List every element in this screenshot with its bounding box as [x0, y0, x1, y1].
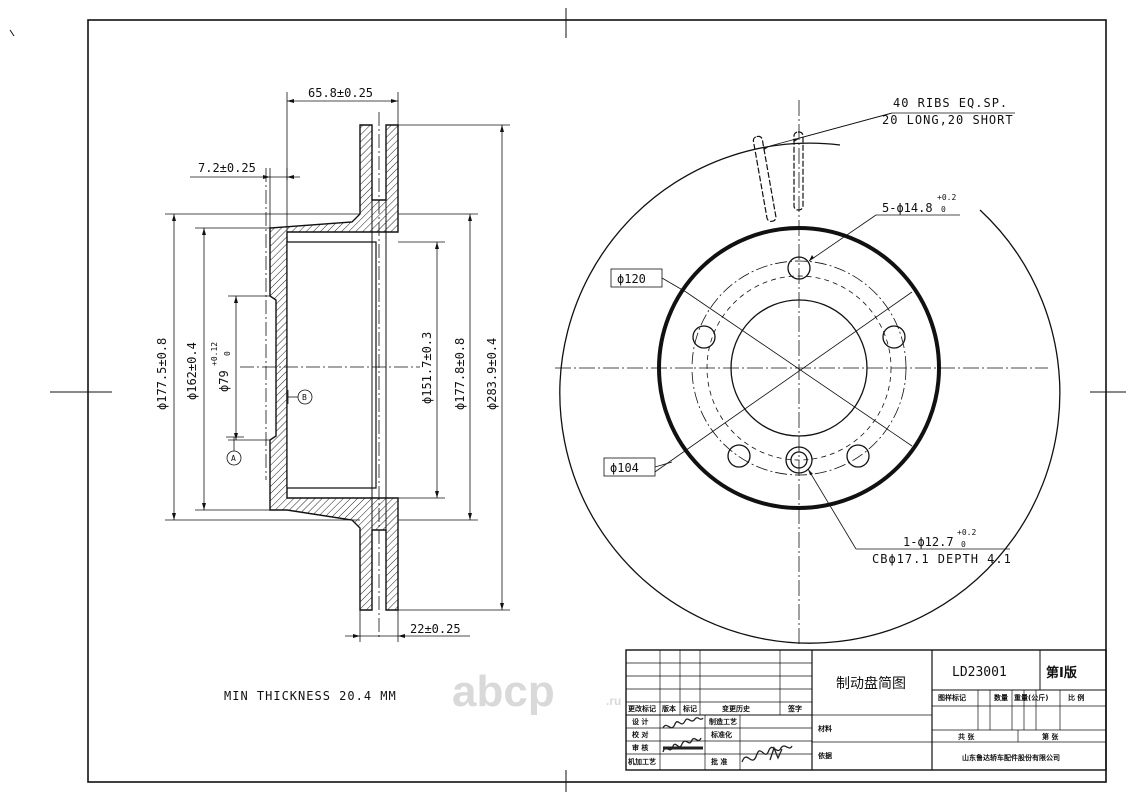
- watermark-suffix: .ru: [606, 694, 621, 708]
- tb-manufacturing-process: 制造工艺: [709, 717, 737, 726]
- outer-edge: [559, 142, 1061, 644]
- tb-machining-process: 机加工艺: [628, 757, 656, 766]
- dim-center-bore-tol-lower: 0: [223, 351, 232, 356]
- dim-center-bore: ϕ79: [217, 370, 231, 392]
- dim-pcd-120: ϕ120: [617, 272, 646, 286]
- tb-weight: 重量(公斤): [1014, 693, 1048, 702]
- ribs-note-line1: 40 RIBS EQ.SP.: [893, 96, 1008, 110]
- bolt-hole: [787, 256, 811, 280]
- part-number: LD23001: [952, 665, 1007, 680]
- tb-company: 山东鲁达轿车配件股份有限公司: [962, 753, 1060, 762]
- dim-bolt-holes-tol-upper: +0.2: [937, 193, 956, 202]
- dim-diameter-162: ϕ162±0.4: [185, 342, 199, 400]
- dimension-arrows: [172, 99, 504, 638]
- tb-quantity: 数量: [994, 693, 1008, 702]
- tb-review: 审 核: [632, 743, 648, 752]
- tb-check: 校 对: [632, 730, 648, 739]
- tb-total-sheets: 共 张: [958, 732, 975, 741]
- dim-pcd-104: ϕ104: [610, 461, 639, 475]
- handwritten-signatures: [662, 717, 793, 763]
- tb-sheet-no: 第 张: [1042, 732, 1059, 741]
- tb-version: 版本: [662, 704, 676, 713]
- bolt-hole: [846, 444, 870, 468]
- locating-hole-counterbore: [785, 446, 813, 474]
- watermark-logo: abcp .ru: [452, 667, 621, 716]
- tb-basis: 依据: [818, 751, 832, 760]
- dim-diameter-177-8: ϕ177.8±0.8: [453, 338, 467, 410]
- dim-locating-hole-tol-upper: +0.2: [957, 528, 976, 537]
- tb-approve: 批 准: [711, 757, 727, 766]
- datum-b: B: [297, 389, 313, 405]
- front-leaders: [603, 112, 1015, 550]
- datum-b-label: B: [302, 393, 307, 402]
- locating-hole: [790, 451, 808, 469]
- tb-signature: 签字: [787, 704, 802, 713]
- dim-disc-thickness: 22±0.25: [410, 622, 461, 636]
- dim-locating-hole-tol-lower: 0: [961, 540, 966, 549]
- watermark-brand: abcp: [452, 667, 555, 716]
- front-view: [555, 100, 1061, 645]
- min-thickness-note: MIN THICKNESS 20.4 MM: [224, 689, 397, 703]
- bolt-hole: [692, 325, 716, 349]
- title-block: [625, 649, 1107, 771]
- dim-bolt-holes: 5-ϕ14.8: [882, 201, 933, 215]
- tb-material: 材料: [817, 724, 832, 733]
- ribs-note-line2: 20 LONG,20 SHORT: [882, 113, 1014, 127]
- tb-rev-mark: 更改标记: [628, 704, 656, 713]
- dim-outer-diameter: ϕ283.9±0.4: [485, 338, 499, 410]
- tb-design: 设 计: [632, 717, 648, 726]
- bolt-hole: [882, 325, 906, 349]
- drawing-frame: [9, 8, 1126, 792]
- drawing-title: 制动盘简图: [836, 675, 906, 692]
- bolt-hole: [727, 444, 751, 468]
- tb-mark: 标记: [682, 704, 697, 713]
- dim-center-bore-tol-upper: +0.12: [210, 342, 219, 366]
- dim-locating-hole: 1-ϕ12.7: [903, 535, 954, 549]
- dim-flange-thickness: 7.2±0.25: [198, 161, 256, 175]
- section-dimension-lines: [165, 92, 510, 642]
- datum-a-label: A: [231, 454, 236, 463]
- rib-long: [793, 131, 804, 211]
- tb-change-history: 变更历史: [722, 704, 751, 713]
- section-view: [240, 112, 420, 640]
- dim-counterbore: CBϕ17.1 DEPTH 4.1: [872, 552, 1012, 566]
- tb-scale: 比 例: [1068, 693, 1084, 702]
- tb-drawing-mark: 图样标记: [938, 693, 966, 702]
- tb-standardization: 标准化: [710, 730, 732, 739]
- edition: 第Ⅰ版: [1046, 665, 1077, 681]
- dim-hat-depth: 65.8±0.25: [308, 86, 373, 100]
- dim-diameter-151-7: ϕ151.7±0.3: [420, 332, 434, 404]
- dim-bolt-holes-tol-lower: 0: [941, 205, 946, 214]
- datum-a: A: [226, 450, 242, 466]
- rib-short: [752, 135, 777, 222]
- dim-diameter-177-5: ϕ177.5±0.8: [155, 338, 169, 410]
